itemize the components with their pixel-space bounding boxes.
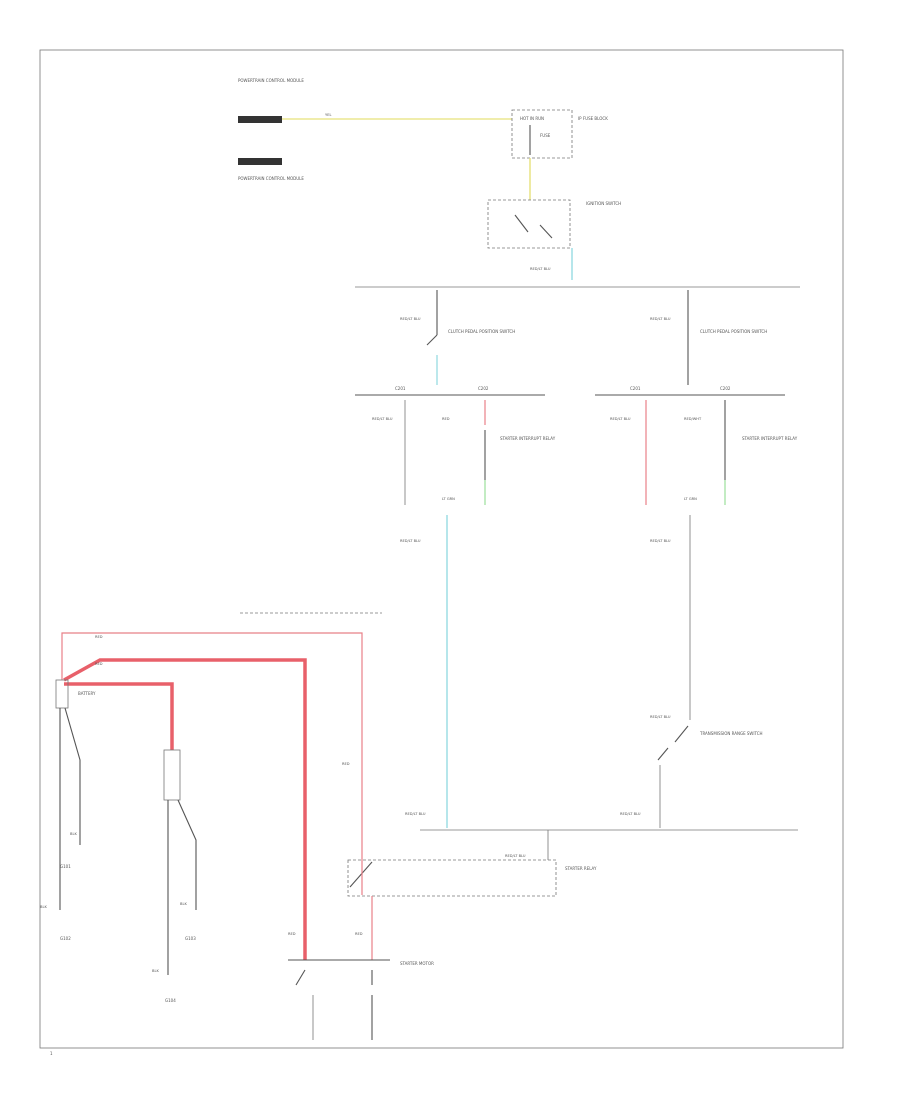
wire-label-red-lb-6: RED/LT BLU xyxy=(400,539,421,543)
wire-label-red-lb-8: RED/LT BLU xyxy=(650,715,671,719)
pcm-bottom-label: POWERTRAIN CONTROL MODULE xyxy=(238,176,304,181)
battery-mid-block xyxy=(163,749,181,801)
fuse-block-box xyxy=(511,109,573,159)
starter-relay-box xyxy=(347,859,557,897)
pcm-top-label: POWERTRAIN CONTROL MODULE xyxy=(238,78,304,83)
wire-label-red-wht: RED/WHT xyxy=(684,417,702,421)
conn-left-b: C202 xyxy=(478,386,489,391)
wire-label-yel: YEL xyxy=(325,113,331,117)
right-clutch-label: CLUTCH PEDAL POSITION SWITCH xyxy=(700,329,767,334)
wire-red-heavy-1 xyxy=(63,658,307,960)
diagram-frame xyxy=(39,49,844,1049)
trans-range-label: TRANSMISSION RANGE SWITCH xyxy=(699,731,763,736)
wire-label-blk-3: BLK xyxy=(180,902,187,906)
relay-left-label: STARTER INTERRUPT RELAY xyxy=(500,436,556,441)
wire-label-red-lb-5: RED/LT BLU xyxy=(610,417,631,421)
wire-label-red-lb-2: RED/LT BLU xyxy=(400,317,421,321)
wire-red-heavy-2 xyxy=(64,682,174,750)
ground-g2-label: G102 xyxy=(60,936,71,941)
conn-right-b: C202 xyxy=(720,386,731,391)
pcm-connector-bottom xyxy=(238,158,282,165)
wire-label-red-5: RED xyxy=(95,662,103,666)
wire-label-red-3: RED xyxy=(342,762,350,766)
wire-label-blk-1: BLK xyxy=(70,832,77,836)
fuse-block-label: IP FUSE BLOCK xyxy=(578,116,608,121)
wire-red-thin-loop xyxy=(61,632,363,895)
wire-label-lt-grn-1: LT GRN xyxy=(442,497,455,501)
starter-relay-contact xyxy=(349,861,373,888)
ignition-contact-1 xyxy=(514,214,529,233)
wire-label-lt-grn-2: LT GRN xyxy=(684,497,697,501)
fuse-hot-label: HOT IN RUN xyxy=(520,116,544,121)
pcm-connector-top xyxy=(238,116,282,123)
wire-label-red-lb-11: RED/LT BLU xyxy=(505,854,526,858)
ground-g3-label: G103 xyxy=(185,936,196,941)
starter-solenoid-contact xyxy=(295,969,306,986)
wire-label-blk-4: BLK xyxy=(152,969,159,973)
wire-label-red-lb-1: RED/LT BLU xyxy=(530,267,551,271)
trs-contact-1 xyxy=(674,725,689,743)
conn-left-a: C201 xyxy=(395,386,406,391)
footer-text: 1 xyxy=(50,1051,53,1056)
battery-left-block xyxy=(55,679,69,709)
starter-motor-label: STARTER MOTOR xyxy=(400,961,434,966)
wire-label-red-lb-9: RED/LT BLU xyxy=(620,812,641,816)
wire-label-red-2: RED xyxy=(95,635,103,639)
wire-label-red-6: RED xyxy=(288,932,296,936)
ignition-contact-2 xyxy=(539,224,553,239)
trs-contact-2 xyxy=(657,747,669,761)
wire-label-red-lb-4: RED/LT BLU xyxy=(372,417,393,421)
relay-right-label: STARTER INTERRUPT RELAY xyxy=(742,436,798,441)
wire-label-blk-2: BLK xyxy=(40,905,47,909)
fuse-name-label: FUSE xyxy=(540,133,551,138)
conn-right-a: C201 xyxy=(630,386,641,391)
wire-label-red-1: RED xyxy=(442,417,450,421)
wire-label-red-lb-3: RED/LT BLU xyxy=(650,317,671,321)
wire-label-red-lb-7: RED/LT BLU xyxy=(650,539,671,543)
ignition-switch-box xyxy=(487,199,571,249)
wire-label-red-lb-10: RED/LT BLU xyxy=(405,812,426,816)
ground-wire-mid xyxy=(177,799,197,910)
ignition-label: IGNITION SWITCH xyxy=(586,201,621,206)
ground-g4-label: G104 xyxy=(165,998,176,1003)
starter-relay-label: STARTER RELAY xyxy=(565,866,597,871)
ground-wire-2 xyxy=(64,707,81,845)
left-clutch-label: CLUTCH PEDAL POSITION SWITCH xyxy=(448,329,515,334)
wire-label-red-4: RED xyxy=(355,932,363,936)
ground-g1-label: G101 xyxy=(60,864,71,869)
battery-label: BATTERY xyxy=(78,691,96,696)
left-clutch-contact xyxy=(426,334,438,346)
